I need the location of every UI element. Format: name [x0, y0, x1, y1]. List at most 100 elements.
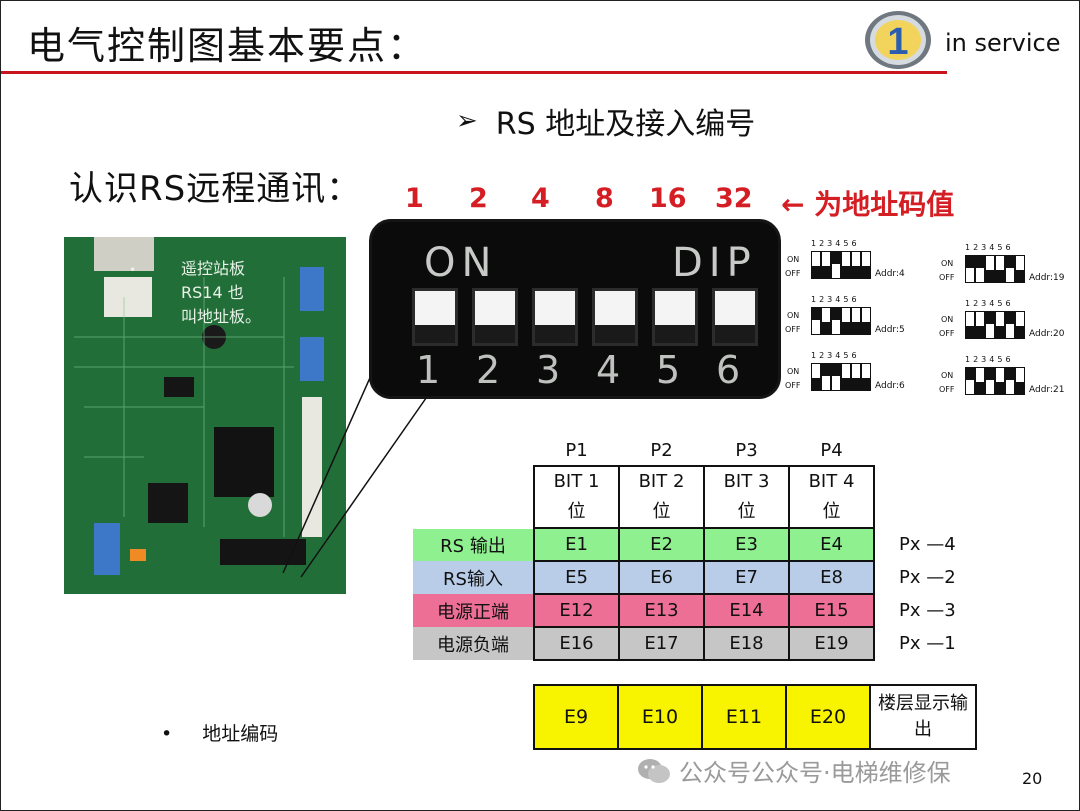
dip-sample-switch [831, 251, 841, 279]
row-label: 电源负端 [413, 627, 534, 660]
terminal-cell: E5 [533, 560, 620, 595]
service-logo-icon: 1 [865, 11, 931, 69]
pin-suffix: Px —1 [899, 633, 956, 654]
bit-unit: 位 [652, 501, 671, 522]
address-value: 32 [715, 183, 753, 214]
dip-switch [412, 288, 458, 346]
table-row: RS输入 E5 E6 E7 E8 Px —2 [413, 560, 1009, 595]
address-value: 4 [531, 183, 550, 214]
terminal-cell: E8 [788, 560, 875, 595]
terminal-cell: E10 [617, 684, 703, 750]
row-label: RS输入 [413, 561, 534, 594]
dip-sample-address: Addr:21 [1029, 385, 1065, 395]
address-value: 1 [405, 183, 424, 214]
dip-sample-on-label: ON [941, 371, 954, 380]
table-row: 电源正端 E12 E13 E14 E15 Px —3 [413, 593, 1009, 628]
bit-label: BIT 4 [808, 471, 855, 492]
pin-suffix: Px —3 [899, 600, 956, 621]
dip-sample-switch [811, 307, 821, 335]
dip-sample-switch [985, 311, 995, 339]
dip-sample-off-label: OFF [939, 273, 955, 282]
terminal-cell: E18 [703, 626, 790, 661]
terminal-cell: E1 [533, 527, 620, 562]
dip-sample-address: Addr:4 [875, 269, 905, 279]
dip-sample-switch [841, 251, 851, 279]
board-label-line: 叫地址板。 [181, 307, 262, 326]
dip-sample-switch [985, 255, 995, 283]
dip-sample-switch [821, 307, 831, 335]
dip-sample-off-label: OFF [785, 269, 801, 278]
dip-sample-switch [831, 363, 841, 391]
dip-switch-number: 1 [416, 348, 441, 392]
dip-sample-switch [831, 307, 841, 335]
dip-sample-switch [975, 311, 985, 339]
address-value: 8 [595, 183, 614, 214]
dip-sample-switch [975, 255, 985, 283]
terminal-cell: E9 [533, 684, 619, 750]
bullet-text: 地址编码 [202, 723, 279, 745]
bit-label: BIT 1 [553, 471, 600, 492]
watermark: 公众号公众号·电梯维修保 [637, 753, 951, 788]
subtitle: ➢ RS 地址及接入编号 [456, 99, 755, 143]
wechat-icon [638, 758, 670, 783]
dip-sample-switch [975, 367, 985, 395]
dip-sample-numbers: 123456 [811, 351, 860, 360]
board-bullet: • [129, 263, 137, 277]
dip-sample-numbers: 123456 [965, 243, 1014, 252]
dip-sample-on-label: ON [787, 311, 800, 320]
dip-sample-switch [965, 255, 975, 283]
dip-sample-on-label: ON [787, 255, 800, 264]
dip-switch [532, 288, 578, 346]
watermark-text: 公众号公众号·电梯维修保 [679, 759, 951, 787]
dip-sample-address: Addr:5 [875, 325, 905, 335]
dip-sample-switch [851, 251, 861, 279]
dip-sample-switch [1015, 311, 1025, 339]
dip-sample-switch [821, 251, 831, 279]
dip-switch-number: 4 [596, 348, 621, 392]
dip-sample-numbers: 123456 [811, 239, 860, 248]
terminal-cell: E16 [533, 626, 620, 661]
dip-sample-switch [841, 363, 851, 391]
table-row: 电源负端 E16 E17 E18 E19 Px —1 [413, 626, 1009, 661]
dip-switch [652, 288, 698, 346]
port-label: P4 [820, 439, 843, 461]
terminal-cell: E14 [703, 593, 790, 628]
bit-label: BIT 3 [723, 471, 770, 492]
dip-switch-number: 2 [476, 348, 501, 392]
dip-sample-switch [995, 367, 1005, 395]
terminal-cell: E17 [618, 626, 705, 661]
dip-sample-off-label: OFF [785, 381, 801, 390]
dip-sample-switch [841, 307, 851, 335]
subtitle-text: RS 地址及接入编号 [495, 107, 756, 142]
dip-sample-switch [811, 363, 821, 391]
table-row: E9 E10 E11 E20 楼层显示输出 [533, 684, 977, 750]
dip-sample-switch [821, 363, 831, 391]
terminal-cell: E4 [788, 527, 875, 562]
empty-cell [874, 435, 1009, 466]
terminal-cell: E11 [701, 684, 787, 750]
dip-sample-on-label: ON [787, 367, 800, 376]
dip-sample-switch [861, 251, 871, 279]
bullet-item: • 地址编码 [161, 719, 278, 746]
dip-sample-switch [1015, 255, 1025, 283]
dip-sample-off-label: OFF [939, 329, 955, 338]
terminal-cell: E19 [788, 626, 875, 661]
terminal-cell: E15 [788, 593, 875, 628]
empty-cell [413, 466, 534, 528]
logo-text: in service [945, 29, 1061, 57]
dip-on-label: ON [424, 240, 498, 286]
dip-sample-off-label: OFF [785, 325, 801, 334]
bit-unit: 位 [737, 501, 756, 522]
dip-sample-switch [861, 363, 871, 391]
dip-label: DIP [672, 240, 757, 286]
dip-sample-switch [965, 367, 975, 395]
